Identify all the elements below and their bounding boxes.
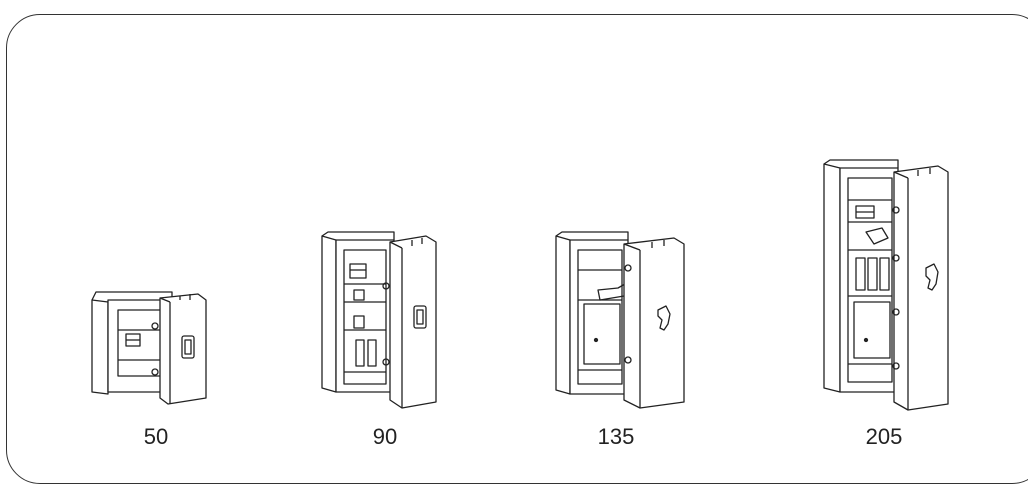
safe-xlarge-icon xyxy=(823,159,949,411)
safe-large-icon xyxy=(555,231,685,409)
safe-label-135: 135 xyxy=(597,424,635,449)
safe-label-205: 205 xyxy=(865,424,903,449)
safe-medium-icon xyxy=(321,231,437,409)
safe-label-90: 90 xyxy=(372,424,398,449)
safes-illustration xyxy=(91,159,949,411)
safe-label-50: 50 xyxy=(143,424,169,449)
safe-small-icon xyxy=(91,291,207,405)
